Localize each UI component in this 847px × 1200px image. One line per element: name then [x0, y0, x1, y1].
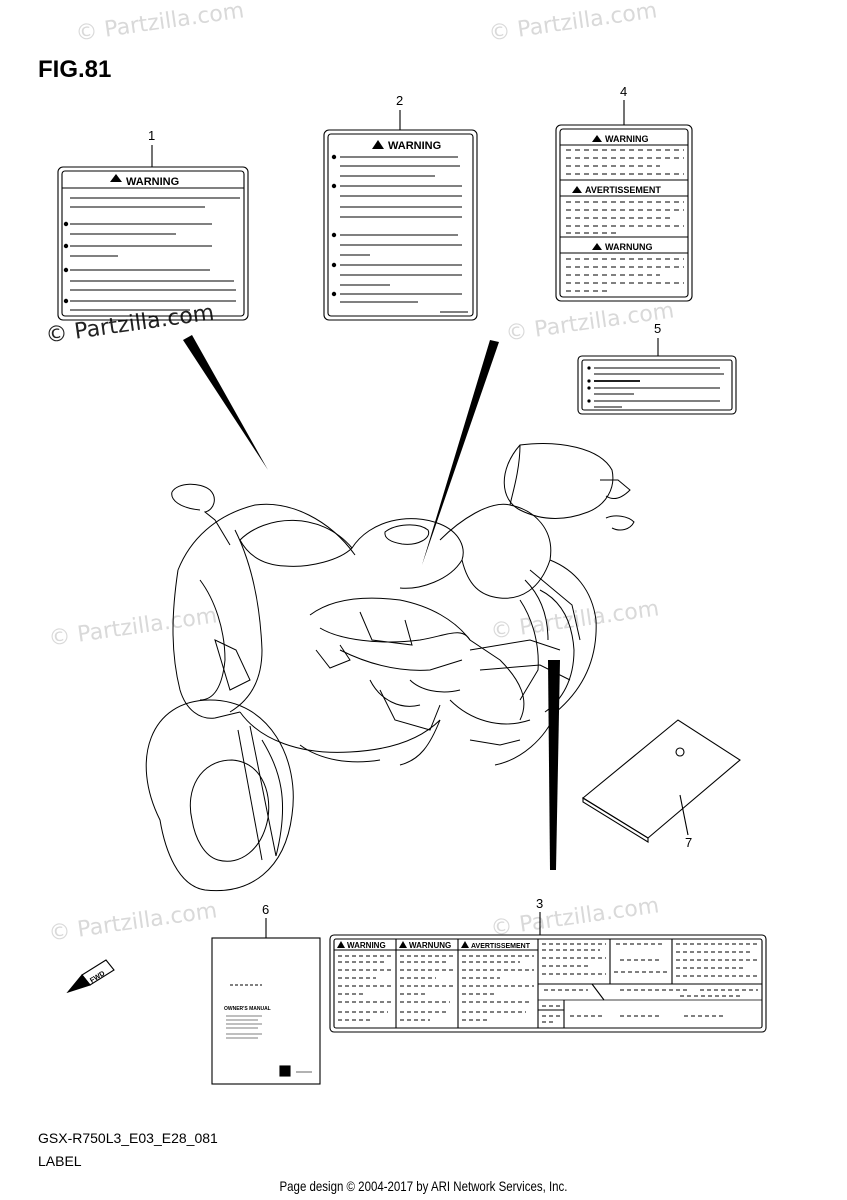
manual-title: OWNER'S MANUAL — [224, 1006, 271, 1012]
label1-heading: WARNING — [126, 176, 179, 188]
warning-triangle-icons — [110, 135, 602, 948]
diagram-label: LABEL — [38, 1153, 82, 1169]
fwd-arrow-icon — [66, 959, 115, 994]
callout-4[interactable]: 4 — [620, 84, 628, 99]
motorcycle-outline — [145, 443, 635, 892]
figure-title: FIG.81 — [38, 56, 112, 83]
callout-3[interactable]: 3 — [536, 896, 544, 911]
callout-2[interactable]: 2 — [396, 93, 404, 108]
label-3 — [329, 912, 767, 1033]
label-2 — [323, 110, 478, 321]
label3-heading-3: AVERTISSEMENT — [471, 943, 531, 950]
copyright: Page design © 2004-2017 by ARI Network S… — [279, 1178, 568, 1194]
label4-heading-2: AVERTISSEMENT — [585, 185, 661, 195]
label-4 — [555, 100, 693, 302]
label-6 — [211, 918, 321, 1085]
callout-5[interactable]: 5 — [654, 321, 662, 336]
callout-1[interactable]: 1 — [148, 128, 156, 143]
label2-heading: WARNING — [388, 140, 441, 152]
label-7 — [582, 719, 741, 843]
label4-heading-3: WARNUNG — [605, 242, 653, 252]
pointer-wedges — [183, 335, 560, 870]
label3-heading-1: WARNING — [347, 941, 386, 950]
label4-heading-1: WARNING — [605, 134, 649, 144]
label3-heading-2: WARNUNG — [409, 941, 451, 950]
label-5 — [577, 338, 737, 415]
bullets — [63, 154, 591, 403]
callout-6[interactable]: 6 — [262, 902, 270, 917]
callout-7[interactable]: 7 — [685, 835, 693, 850]
diagram-code: GSX-R750L3_E03_E28_081 — [38, 1130, 218, 1146]
label-1 — [57, 145, 249, 321]
